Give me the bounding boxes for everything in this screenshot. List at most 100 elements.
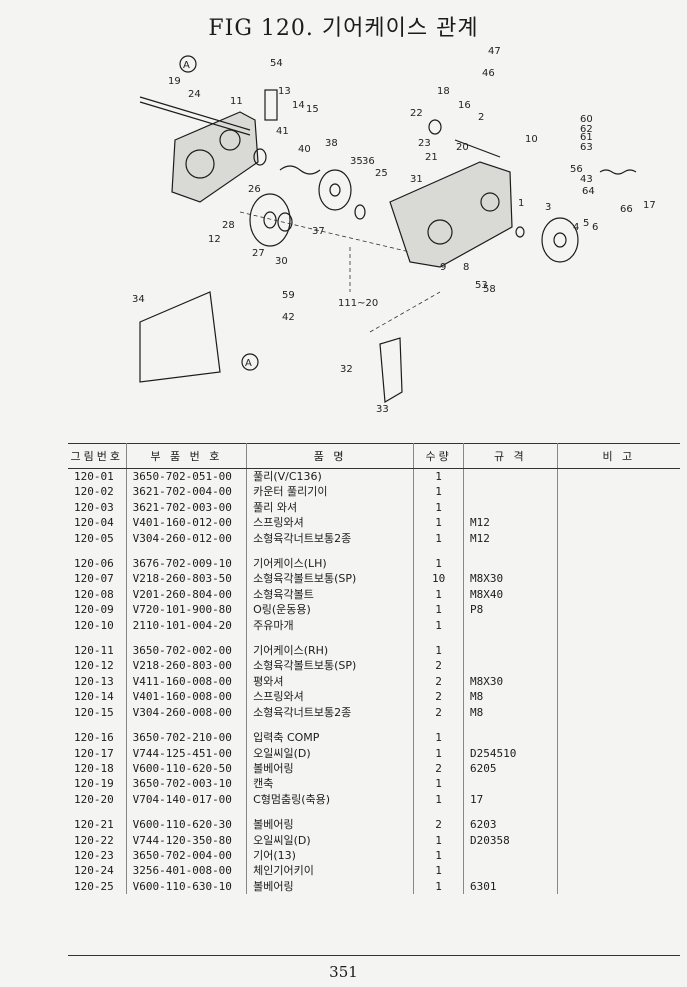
cell-spec: M8X40 — [463, 586, 558, 603]
cell-fig-no: 120-03 — [68, 499, 127, 516]
callout-label: 30 — [275, 256, 288, 267]
cell-remarks — [557, 500, 680, 515]
spring-icon — [599, 169, 637, 175]
gear-case-left — [171, 111, 259, 203]
cell-part-name: 오일씨일(D) — [246, 745, 415, 761]
callout-label: 13 — [278, 86, 291, 97]
cell-fig-no: 120-05 — [68, 530, 127, 547]
cam-shaft — [454, 139, 501, 158]
gear-hub — [263, 211, 277, 229]
cell-part-no: V411-160-008-00 — [126, 673, 248, 690]
row-spacer — [68, 633, 680, 644]
spacer-cell — [413, 546, 464, 557]
cell-qty: 1 — [413, 468, 464, 485]
cell-part-no: 3676-702-009-10 — [126, 556, 248, 572]
cell-spec: 6301 — [463, 878, 558, 895]
spacer-cell — [68, 720, 127, 731]
callout-label: 27 — [252, 248, 265, 259]
cell-spec: D254510 — [463, 745, 558, 761]
cell-remarks — [557, 689, 680, 704]
gear-case-right — [389, 161, 513, 268]
cell-remarks — [557, 879, 680, 894]
cell-qty: 1 — [413, 863, 464, 879]
cell-part-name: 소형육각볼트 — [246, 586, 415, 603]
cell-spec — [463, 863, 558, 879]
callout-label: 5 — [583, 218, 589, 229]
cell-part-no: V600-110-620-50 — [126, 760, 248, 777]
callout-label: 64 — [582, 186, 595, 197]
cell-fig-no: 120-07 — [68, 571, 127, 587]
callout-label: 54 — [270, 58, 283, 69]
ref-mark-a-1: A — [179, 55, 197, 73]
callout-label: 31 — [410, 174, 423, 185]
cell-remarks — [557, 571, 680, 586]
cell-spec — [463, 643, 558, 659]
bearing-seat — [219, 129, 241, 151]
cell-remarks — [557, 730, 680, 745]
spacer-cell — [68, 633, 127, 644]
callout-label: 6 — [592, 222, 598, 233]
callout-label: 56 — [570, 164, 583, 175]
callout-label: 9 — [440, 262, 446, 273]
callout-label: 20 — [456, 142, 469, 153]
cell-remarks — [557, 863, 680, 878]
cell-remarks — [557, 515, 680, 530]
cell-spec: M8X30 — [463, 571, 558, 587]
spacer-cell — [246, 633, 415, 644]
cell-fig-no: 120-12 — [68, 658, 127, 674]
callout-label: 60 — [580, 114, 593, 125]
cell-qty: 2 — [413, 760, 464, 777]
cell-remarks — [557, 469, 680, 485]
cell-part-name: 주유마개 — [246, 617, 415, 634]
cell-fig-no: 120-21 — [68, 817, 127, 833]
cell-qty: 1 — [413, 617, 464, 634]
cell-part-name: 체인기어키이 — [246, 863, 415, 879]
spacer-cell — [463, 546, 558, 557]
cell-part-name: 평와셔 — [246, 673, 415, 690]
cell-spec: 17 — [463, 791, 558, 808]
bearing-seat — [480, 192, 500, 212]
bracket — [379, 337, 403, 403]
spacer-cell — [463, 720, 558, 731]
spacer-cell — [557, 720, 680, 730]
callout-label: 2 — [478, 112, 484, 123]
cell-spec: M12 — [463, 530, 558, 547]
cell-spec: 6205 — [463, 760, 558, 777]
cell-part-no: V304-260-012-00 — [126, 530, 248, 547]
cell-part-no: V704-140-017-00 — [126, 791, 248, 808]
cell-spec: M8 — [463, 689, 558, 705]
gear-case-rh-assembly — [389, 119, 637, 268]
callout-label: 19 — [168, 76, 181, 87]
callout-label: 15 — [306, 104, 319, 115]
header-part-name: 품 명 — [246, 443, 415, 469]
cell-part-name: O링(운동용) — [246, 602, 415, 618]
callout-label: 11 — [230, 96, 243, 107]
bearing-seat — [185, 149, 215, 179]
spacer-cell — [68, 546, 127, 557]
cell-spec: M8 — [463, 704, 558, 721]
header-spec: 규 격 — [463, 443, 558, 469]
cell-fig-no: 120-16 — [68, 730, 127, 746]
oil-seal — [515, 226, 525, 238]
callout-label: 28 — [222, 220, 235, 231]
cell-part-no: 3650-702-002-00 — [126, 643, 248, 659]
callout-label: 66 — [620, 204, 633, 215]
bearing-seat — [427, 219, 453, 245]
pulley-gear-group — [249, 89, 366, 247]
callout-label: 53 — [475, 280, 488, 291]
bearing — [428, 119, 442, 135]
callout-label: 24 — [188, 89, 201, 100]
spacer-cell — [126, 633, 248, 644]
spacer-cell — [246, 720, 415, 731]
cell-part-name: 스프링와셔 — [246, 515, 415, 531]
cell-fig-no: 120-04 — [68, 515, 127, 531]
leader-line — [369, 291, 441, 333]
cell-spec: M12 — [463, 515, 558, 531]
